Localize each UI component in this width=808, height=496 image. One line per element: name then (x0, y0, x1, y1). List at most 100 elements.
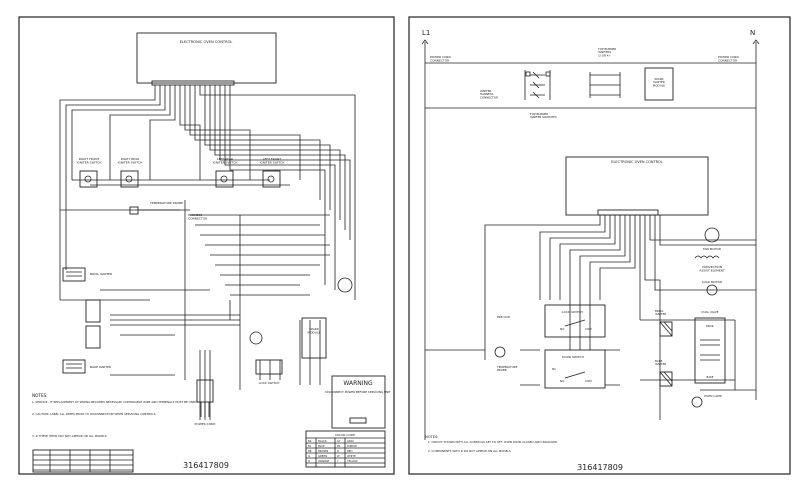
right-part-number: 316417809 (577, 463, 623, 472)
left-note-1: 1. SERVICE - IF REPLACEMENT OF WIRING BE… (32, 400, 197, 404)
door-switch-no: NO (560, 379, 565, 383)
right-wire-harness (425, 215, 756, 420)
color-code-cell: O (308, 459, 310, 463)
left-igniter-switches (79, 170, 281, 188)
color-code-cell: GREEN (318, 454, 327, 458)
color-code-cell: ORANGE (318, 459, 329, 463)
left-note-2: 2. CAUTION: LABEL ALL WIRES PRIOR TO DIS… (32, 412, 157, 416)
left-broil-igniter-label: BROIL IGNITER (90, 272, 112, 276)
left-temperature-probe (129, 206, 180, 215)
color-code-title: COLOR CODE (335, 433, 355, 437)
color-code-cell: R (337, 449, 339, 453)
left-broil-igniter (62, 267, 86, 282)
right-oven-lamp-symbol (691, 396, 703, 408)
color-code-cell: Y (337, 459, 339, 463)
lock-motor-label: LOCK MOTOR (702, 280, 722, 284)
lock-switch-no: NO (560, 327, 565, 331)
right-sheet-border (408, 16, 791, 475)
door-switch-label: DOOR SWITCH (562, 355, 584, 359)
fan-motor-symbol (704, 227, 720, 243)
right-oven-lamp-label: OVEN LAMP (704, 394, 722, 398)
left-lock-switch-label: LOCK SWITCH (259, 381, 280, 385)
left-note-3: 3. # THESE ITEMS MAY NOT APPEAR ON ALL M… (32, 434, 108, 438)
right-spark-module (644, 67, 674, 101)
color-code-cell: PK (337, 444, 341, 448)
left-probe-label: TEMPERATURE PROBE (149, 201, 183, 205)
left-notes: 1. SERVICE - IF REPLACEMENT OF WIRING BE… (32, 400, 197, 438)
probe-con-label: PRB CON (497, 315, 510, 319)
color-code-cell: RED (347, 449, 352, 453)
left-oven-control-box (136, 32, 277, 84)
top-burner-igniters (589, 72, 621, 98)
right-notes-title: NOTES: (425, 435, 438, 439)
left-bake-igniter-label: BAKE IGNITER (90, 365, 111, 369)
left-oven-lamp-symbol (249, 331, 263, 345)
color-code-cell: BLUE (318, 444, 325, 448)
top-burner-switches (524, 70, 551, 100)
door-switch-nc: NC (552, 367, 556, 371)
right-note-1: 1. CIRCUIT SHOWN WITH ALL CONTROLS SET T… (428, 440, 558, 444)
left-wire-harness (59, 85, 356, 420)
color-code-cell: YELLOW (347, 459, 358, 463)
left-part-number: 316417809 (183, 461, 229, 470)
color-code-cell: G (308, 454, 310, 458)
color-code-cell: GRAY (347, 439, 354, 443)
right-oven-control-box (565, 156, 709, 216)
warning-block: WARNING DISCONNECT POWER BEFORE SERVICIN… (325, 375, 391, 429)
warning-text: DISCONNECT POWER BEFORE SERVICING UNIT (325, 390, 391, 394)
color-code-cell: BK (308, 439, 312, 443)
right-dual-valve-label: DUAL VALVE (701, 310, 718, 314)
left-bake-igniter (62, 359, 86, 374)
left-fan-motor-symbol (337, 277, 353, 293)
right-bake-label: BAKE (707, 375, 714, 379)
right-broil-label: BROIL (706, 324, 714, 328)
color-code-cell: GY (337, 439, 341, 443)
left-bottom-table (32, 449, 134, 473)
color-code-cell: BLACK (318, 439, 327, 443)
n-label: N (750, 29, 755, 37)
lock-switch-label: LOCK SWITCH (562, 310, 583, 314)
door-switch-com: COM (585, 379, 592, 383)
lock-motor-symbol (706, 284, 718, 296)
door-switch-box (544, 349, 606, 389)
lock-switch-com: COM (585, 327, 592, 331)
right-dual-valve (694, 317, 726, 384)
left-sheet-border (18, 16, 395, 475)
left-lock-switch (255, 359, 283, 375)
schematic-sheet-left: ELECTRONIC OVEN CONTROL (18, 16, 395, 475)
right-oven-control-label: ELECTRONIC OVEN CONTROL (611, 160, 663, 164)
left-control-connector (151, 80, 235, 86)
color-code-cell: PURPLE (347, 444, 357, 448)
left-power-cord (196, 379, 214, 417)
color-code-cell: BROWN (318, 449, 328, 453)
right-broil-igniter (659, 321, 673, 337)
left-notes-title: NOTES: (32, 393, 48, 398)
color-code-cell: W (337, 454, 340, 458)
warning-title: WARNING (343, 380, 373, 387)
temperature-probe-symbol (494, 346, 506, 358)
left-dual-valve (85, 299, 101, 349)
color-code-table: COLOR CODE (305, 430, 386, 468)
left-oven-control-label: ELECTRONIC OVEN CONTROL (180, 40, 233, 44)
convection-element-symbol (694, 255, 720, 259)
fan-motor-label: FAN MOTOR (703, 247, 721, 251)
color-code-cell: WHITE (347, 454, 356, 458)
l1-label: L1 (422, 29, 430, 37)
left-spark-module (301, 317, 327, 359)
